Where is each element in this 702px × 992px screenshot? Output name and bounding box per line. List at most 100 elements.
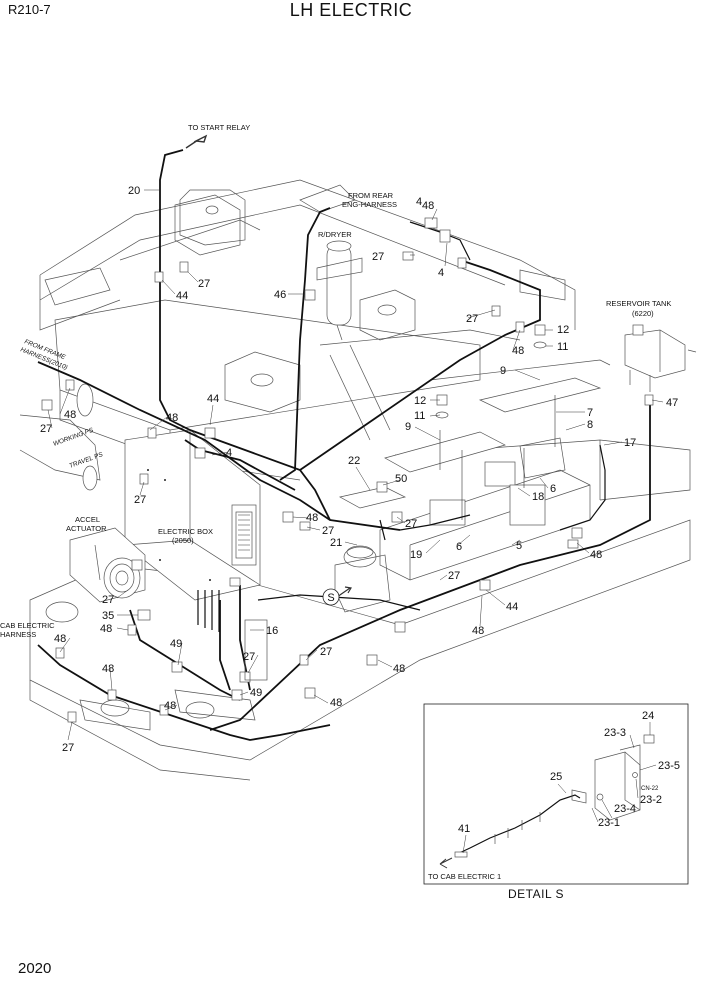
part-number: 11 [557, 341, 568, 353]
part-number: 48 [166, 412, 178, 424]
part-number: 20 [128, 185, 140, 197]
label-electric-box-code: (2050) [172, 536, 194, 545]
detail-s-bubble [322, 588, 340, 606]
page-number: 2020 [18, 960, 52, 977]
part-number: 44 [506, 601, 518, 613]
arrow-to-start-relay-icon [185, 134, 208, 149]
label-r-dryer: R/DRYER [318, 230, 352, 239]
part-number: 24 [642, 710, 654, 722]
part-number: 47 [666, 397, 678, 409]
part-number: 27 [40, 423, 52, 435]
part-numbers: 20 44 27 46 4 48 48 27 4 27 12 48 11 47 … [40, 185, 680, 835]
part-number: 27 [372, 251, 384, 263]
battery-relay [334, 545, 391, 613]
part-number: 12 [557, 324, 569, 336]
part-number: 27 [405, 518, 417, 530]
part-number: 27 [322, 525, 334, 537]
part-number: 11 [414, 410, 425, 422]
label-travel-ps: TRAVEL PS [68, 451, 104, 470]
part-number: 25 [550, 771, 562, 783]
clamps-and-bolts [41, 217, 654, 723]
part-number: 27 [198, 278, 210, 290]
part-number: 50 [395, 473, 407, 485]
part-number: 48 [306, 512, 318, 524]
part-number: 27 [62, 742, 74, 754]
part-number: 48 [472, 625, 484, 637]
reservoir-tank [624, 324, 697, 392]
part-number: 49 [170, 638, 182, 650]
label-reservoir-code: (6220) [632, 309, 654, 318]
part-number: 46 [274, 289, 286, 301]
part-number: 48 [100, 623, 112, 635]
label-cn22: CN-22 [641, 786, 659, 792]
label-from-rear: FROM REAR [348, 191, 394, 200]
part-number: 49 [250, 687, 262, 699]
label-working-ps: WORKING PS [52, 427, 95, 448]
part-number: 48 [102, 663, 114, 675]
part-number: 23-3 [604, 727, 626, 739]
part-number: 23-5 [658, 760, 680, 772]
detail-s-panel [423, 703, 689, 885]
part-number: 7 [587, 407, 593, 419]
part-number: 18 [532, 491, 544, 503]
part-number: 16 [266, 625, 278, 637]
label-electric-box: ELECTRIC BOX [158, 527, 213, 536]
part-number: 21 [330, 537, 342, 549]
battery-assembly [339, 377, 602, 581]
electric-box [124, 429, 261, 632]
part-number: 48 [393, 663, 405, 675]
label-to-start-relay: TO START RELAY [188, 123, 250, 132]
part-number: 4 [226, 447, 232, 459]
part-number: 4 [438, 267, 444, 279]
part-number: 8 [587, 419, 593, 431]
part-number: 48 [590, 549, 602, 561]
accel-actuator [69, 527, 146, 603]
page-title: LH ELECTRIC [289, 0, 413, 20]
label-harness: HARNESS [0, 630, 36, 639]
detail-caption: DETAIL S [508, 887, 565, 901]
part-number: 27 [466, 313, 478, 325]
label-cab-electric: CAB ELECTRIC [0, 621, 55, 630]
part-number: 4 [416, 196, 422, 208]
part-number: 48 [330, 697, 342, 709]
label-eng-harness: ENG-HARNESS [342, 200, 397, 209]
receiver-dryer [316, 240, 363, 341]
part-number: 6 [550, 483, 556, 495]
part-number: 27 [448, 570, 460, 582]
part-number: 44 [176, 290, 188, 302]
part-number: 5 [516, 540, 522, 552]
label-accel: ACCEL [75, 515, 100, 524]
part-number: 48 [422, 200, 434, 212]
label-reservoir-tank: RESERVOIR TANK [606, 299, 671, 308]
part-number: 23-2 [640, 794, 662, 806]
part-number: 48 [512, 345, 524, 357]
model-number: R210-7 [8, 2, 51, 17]
label-to-cab-electric: TO CAB ELECTRIC 1 [428, 872, 501, 881]
part-number: 6 [456, 541, 462, 553]
part-number: 9 [405, 421, 411, 433]
part-number: 48 [164, 700, 176, 712]
part-number: 23-1 [598, 817, 620, 829]
part-number: 27 [243, 651, 255, 663]
part-number: 23-4 [614, 803, 636, 815]
detail-s-bubble-label: S [327, 592, 334, 604]
part-number: 17 [624, 437, 636, 449]
wire-harness-routing [37, 149, 651, 741]
callout-leader-lines [47, 189, 664, 854]
label-actuator: ACTUATOR [66, 524, 107, 533]
part-number: 19 [410, 549, 422, 561]
part-number: 22 [348, 455, 360, 467]
part-number: 9 [500, 365, 506, 377]
part-number: 35 [102, 610, 114, 622]
part-number: 41 [458, 823, 470, 835]
part-number: 44 [207, 393, 219, 405]
arrow-to-cab-electric-icon [439, 857, 453, 869]
part-number: 27 [320, 646, 332, 658]
part-number: 48 [54, 633, 66, 645]
part-number: 48 [64, 409, 76, 421]
part-number: 27 [102, 594, 114, 606]
part-number: 12 [414, 395, 426, 407]
upper-frame-structure [19, 179, 691, 781]
callout-labels: TO START RELAY FROM REAR ENG-HARNESS R/D… [0, 123, 671, 881]
